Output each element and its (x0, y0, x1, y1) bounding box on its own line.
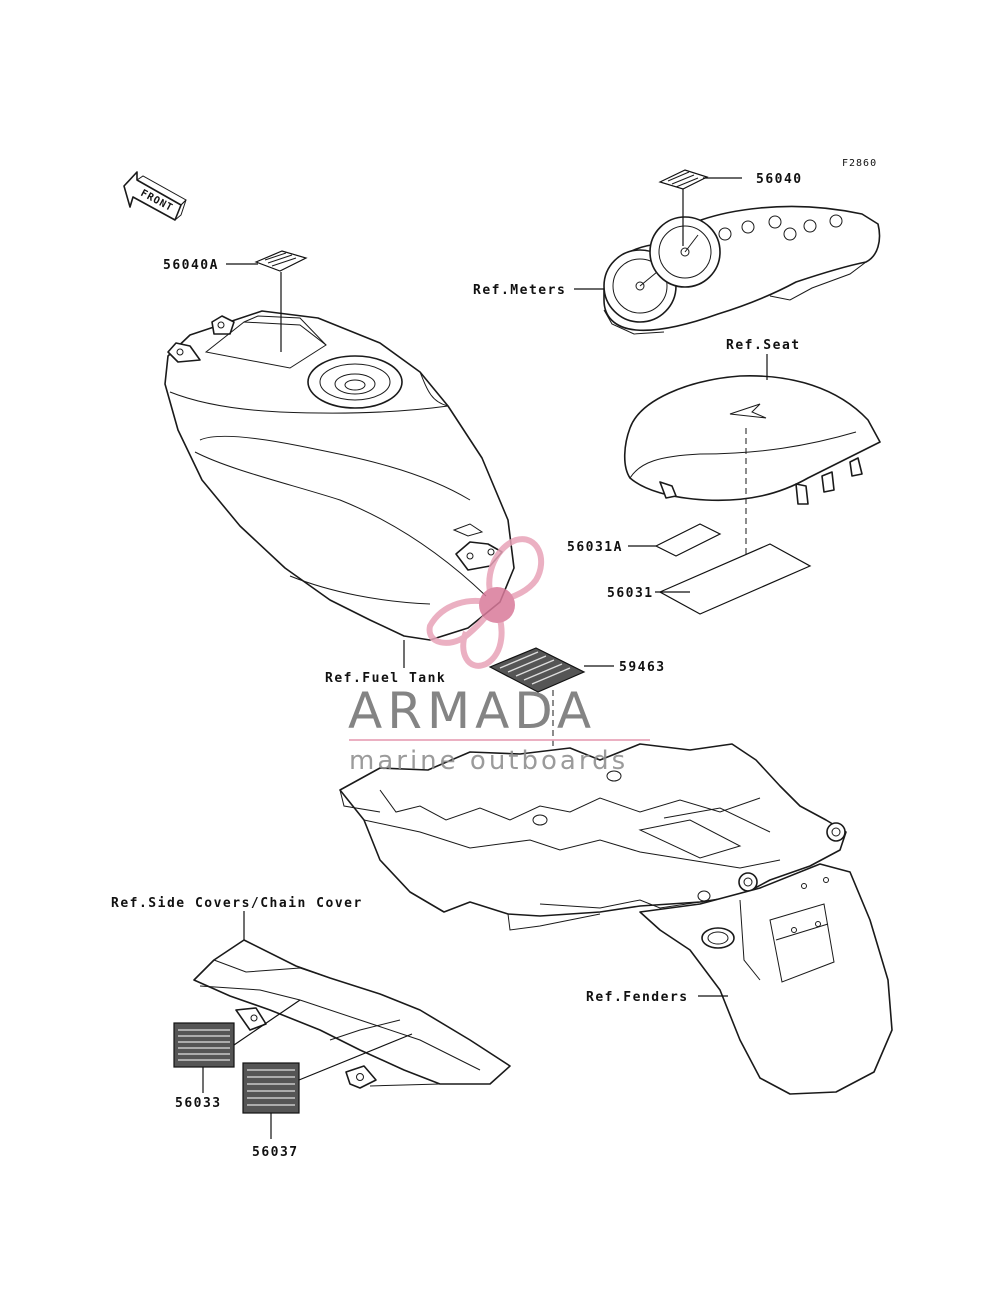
decal-56031 (658, 543, 812, 615)
ref-label-side-covers: Ref.Side Covers/Chain Cover (111, 896, 363, 911)
part-label-56040: 56040 (756, 172, 803, 187)
decal-56031A (654, 523, 722, 557)
chain-cover (193, 939, 511, 1089)
fuel-tank (164, 310, 515, 641)
decal-56040A (254, 250, 308, 272)
diagram-code: F2860 (842, 158, 877, 169)
watermark-subtitle: marine outboards (349, 746, 628, 776)
part-label-56040A: 56040A (163, 258, 219, 273)
part-label-56031A: 56031A (567, 540, 623, 555)
part-label-56037: 56037 (252, 1145, 299, 1160)
ref-label-seat: Ref.Seat (726, 338, 801, 353)
ref-label-meters: Ref.Meters (473, 283, 566, 298)
rear-frame (339, 743, 847, 931)
propeller-icon (426, 536, 545, 669)
front-arrow-icon: FRONT (123, 171, 187, 221)
decal-56033 (173, 1022, 235, 1068)
watermark-logo: ARMADA marine outboards (348, 536, 650, 776)
decal-56037 (242, 1062, 300, 1114)
watermark-title: ARMADA (348, 682, 596, 740)
part-label-56033: 56033 (175, 1096, 222, 1111)
part-label-59463: 59463 (619, 660, 666, 675)
seat (623, 375, 881, 505)
meter-cluster (603, 205, 881, 335)
rear-fender (639, 863, 893, 1095)
ref-label-fuel-tank: Ref.Fuel Tank (325, 671, 446, 686)
decal-59463 (488, 647, 586, 693)
part-label-56031: 56031 (607, 586, 654, 601)
decal-56040 (658, 169, 709, 190)
ref-label-fenders: Ref.Fenders (586, 990, 689, 1005)
